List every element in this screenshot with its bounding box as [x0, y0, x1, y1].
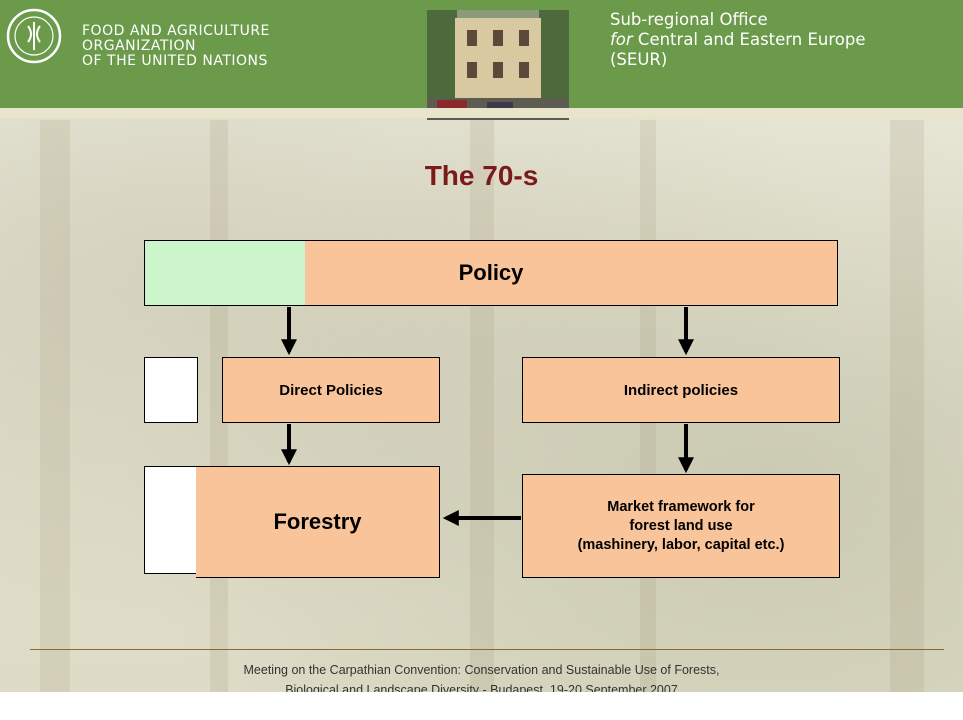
header-divider: [0, 108, 963, 118]
policy-box: Policy: [144, 240, 838, 306]
fao-logo-icon: [6, 8, 62, 64]
policy-green-segment: [145, 241, 305, 305]
indirect-policies-box: Indirect policies: [522, 357, 840, 423]
office-line1: Sub-regional Office: [610, 10, 768, 29]
arrows-layer: [281, 307, 694, 526]
blank-box-bottom: [144, 466, 198, 574]
office-line2-italic: for: [610, 30, 633, 49]
office-line3: (SEUR): [610, 50, 668, 69]
footer-divider: [30, 649, 944, 650]
policy-label: Policy: [458, 260, 524, 285]
market-framework-box: Market framework for forest land use (ma…: [522, 474, 840, 578]
office-line2-rest: Central and Eastern Europe: [632, 30, 866, 49]
market-line3: (mashinery, labor, capital etc.): [577, 536, 785, 553]
footer-line2: Biological and Landscape Diversity - Bud…: [285, 683, 678, 692]
indirect-policies-label: Indirect policies: [623, 381, 739, 399]
forestry-box: Forestry: [196, 466, 440, 578]
forestry-label: Forestry: [273, 509, 362, 534]
market-line1: Market framework for: [607, 498, 755, 515]
direct-policies-box: Direct Policies: [222, 357, 440, 423]
market-line2: forest land use: [629, 517, 733, 534]
org-name-line2: ORGANIZATION: [82, 38, 197, 54]
office-line2: for Central and Eastern Europe: [610, 30, 866, 49]
direct-policies-label: Direct Policies: [279, 381, 383, 399]
org-name-line1: FOOD AND AGRICULTURE: [82, 23, 270, 39]
footer-line1: Meeting on the Carpathian Convention: Co…: [243, 663, 720, 677]
blank-box-top: [144, 357, 198, 423]
org-name-line3: OF THE UNITED NATIONS: [82, 53, 268, 69]
slide-title: The 70-s: [424, 160, 539, 191]
header-banner: FOOD AND AGRICULTURE ORGANIZATION OF THE…: [0, 0, 963, 120]
slide: FOOD AND AGRICULTURE ORGANIZATION OF THE…: [0, 0, 963, 692]
